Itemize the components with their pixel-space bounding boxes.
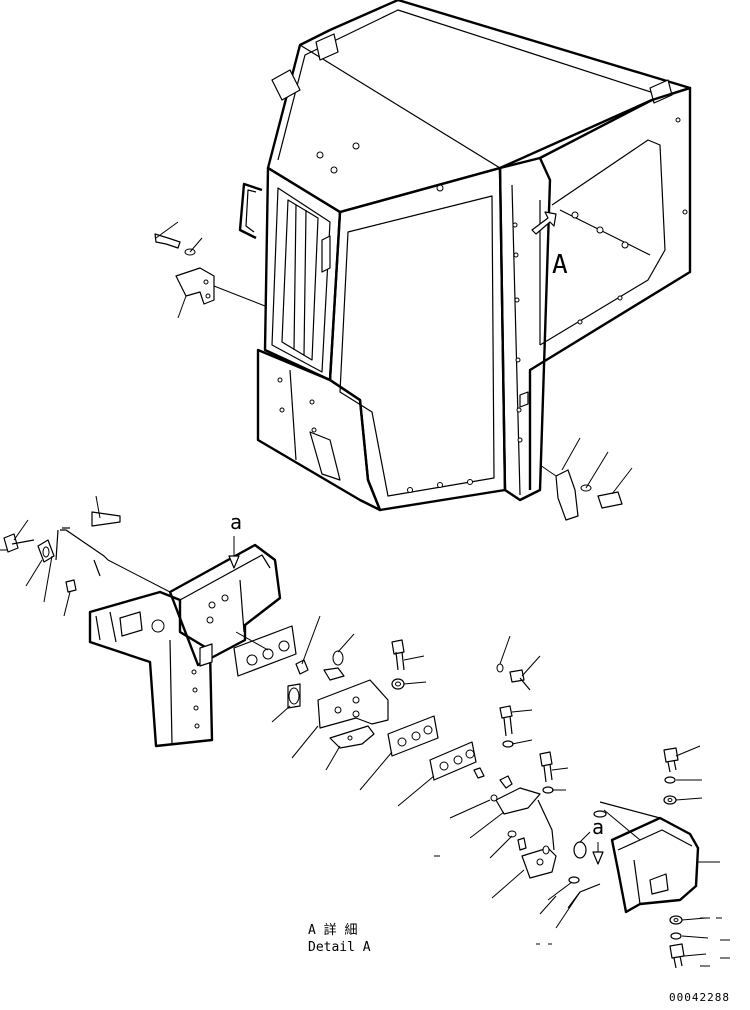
detail-hinge-bracket — [291, 679, 389, 771]
view-label: A — [552, 250, 568, 280]
detail-bolt-stack — [663, 745, 730, 969]
door-stay-bracket-right — [539, 437, 633, 521]
drawing-number: 00042288 — [669, 991, 730, 1004]
detail-bolts-right — [539, 751, 591, 859]
door-stay-bracket-left — [154, 221, 266, 319]
detail-shim-plate-1 — [233, 625, 297, 677]
caption-japanese: A 詳 細 — [308, 922, 357, 938]
detail-marker-lower: a — [592, 815, 604, 839]
detail-cover — [599, 801, 720, 914]
detail-upper-frame — [168, 543, 282, 667]
detail-post-section — [88, 590, 214, 748]
detail-bolts-mid — [391, 639, 427, 690]
caption-english: Detail A — [308, 940, 371, 955]
detail-hinge-assembly — [434, 635, 601, 929]
cab-assembly — [238, 0, 692, 512]
detail-shim-plate-2 — [359, 715, 439, 791]
detail-left-parts — [0, 495, 171, 617]
detail-shim-plate-3 — [397, 741, 477, 807]
detail-marker-upper: a — [230, 510, 242, 534]
detail-bushings — [271, 615, 355, 723]
